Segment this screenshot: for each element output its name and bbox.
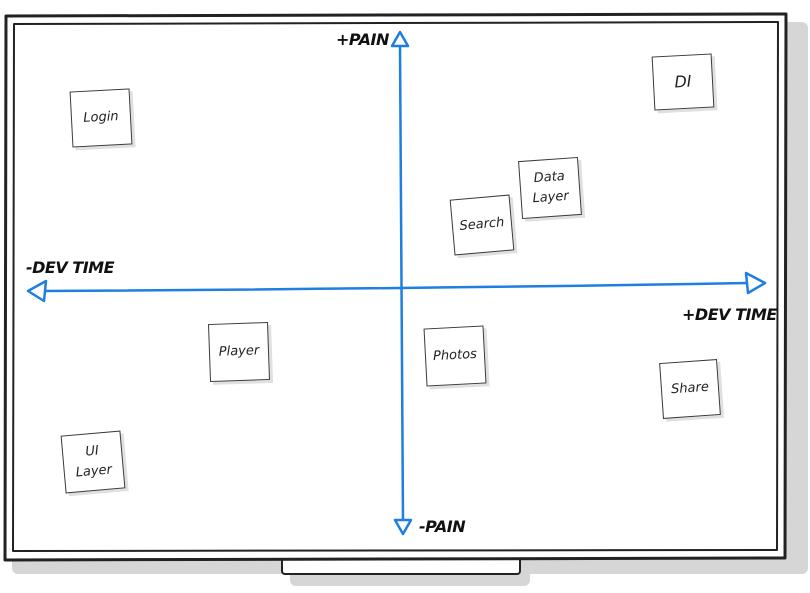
- sticky-note-di-text: DI: [673, 71, 692, 92]
- x-axis-negative-label: -DEV TIME: [26, 258, 115, 277]
- y-axis-bottom-arrow: [393, 518, 413, 536]
- sticky-note-player[interactable]: Player: [208, 321, 270, 383]
- sticky-note-share-text: Share: [670, 379, 710, 398]
- y-axis-negative-label: -PAIN: [419, 517, 466, 536]
- sticky-note-photos-text: Photos: [432, 346, 478, 365]
- x-axis-left-arrow: [26, 279, 48, 303]
- x-axis-right-arrow: [744, 271, 767, 295]
- sticky-note-share[interactable]: Share: [659, 359, 721, 419]
- sticky-note-login[interactable]: Login: [69, 88, 133, 148]
- sticky-note-ui-layer-text: UI Layer: [75, 443, 113, 481]
- sticky-note-data-layer-text: Data Layer: [532, 168, 570, 207]
- y-axis-line: [398, 44, 405, 524]
- y-axis-positive-label: +PAIN: [336, 30, 389, 49]
- sticky-note-search[interactable]: Search: [449, 194, 515, 256]
- sticky-note-search-text: Search: [458, 214, 505, 234]
- sticky-note-login-text: Login: [82, 109, 119, 126]
- sticky-note-di[interactable]: DI: [651, 53, 715, 111]
- x-axis-positive-label: +DEV TIME: [682, 305, 777, 324]
- sticky-note-ui-layer[interactable]: UI Layer: [60, 430, 126, 494]
- sticky-note-data-layer[interactable]: Data Layer: [518, 156, 582, 220]
- sticky-note-photos[interactable]: Photos: [423, 325, 487, 387]
- x-axis-line: [42, 281, 750, 293]
- y-axis-top-arrow: [390, 30, 410, 48]
- sticky-note-player-text: Player: [218, 343, 260, 360]
- board-inner-frame: [12, 21, 779, 552]
